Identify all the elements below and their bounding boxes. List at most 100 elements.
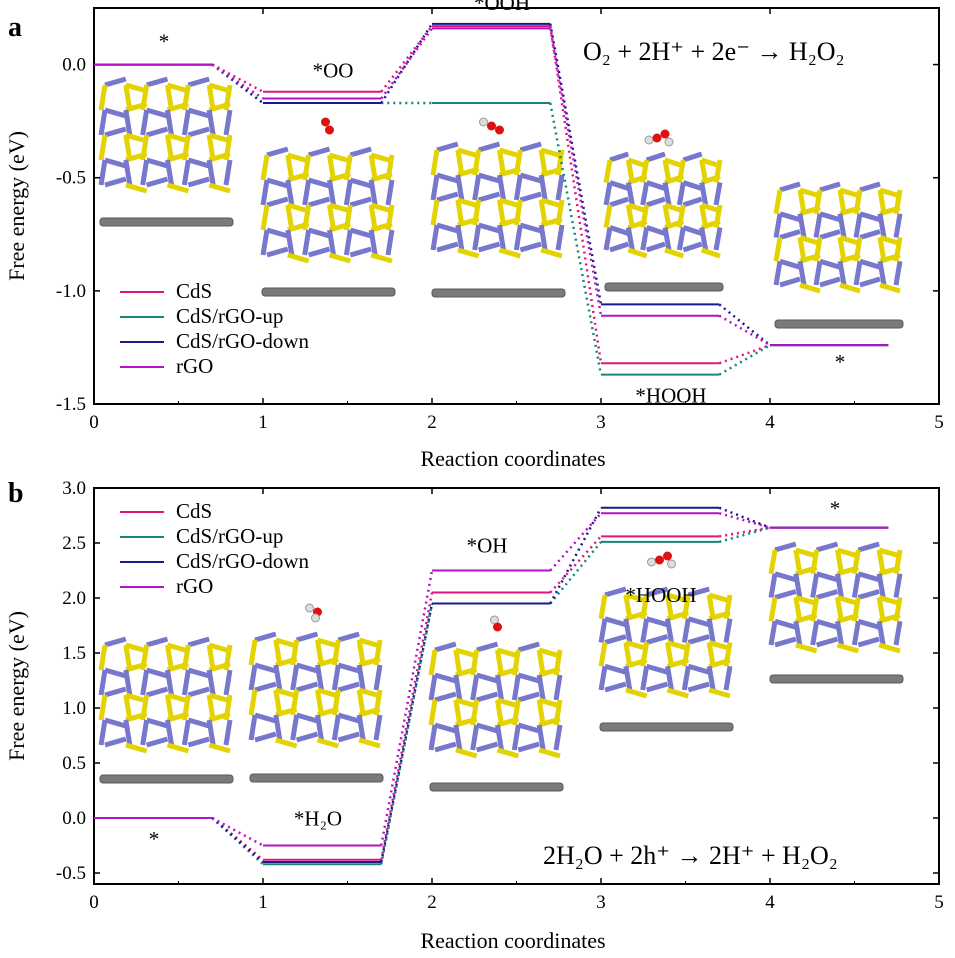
- lattice-bond: [166, 711, 190, 723]
- lattice-bond: [876, 549, 886, 575]
- step-annotation: *OH: [467, 534, 508, 558]
- step-annotation: *H₂O: [294, 807, 342, 831]
- lattice-bond: [666, 687, 690, 699]
- level-connector: [718, 506, 771, 529]
- series-rgo: [94, 27, 889, 347]
- lattice-bond: [295, 662, 319, 674]
- lattice-bond: [835, 620, 844, 646]
- lattice-bond: [98, 159, 108, 186]
- lattice-bond: [536, 649, 546, 676]
- lattice-bond: [835, 549, 844, 575]
- x-tick-label: 5: [934, 892, 944, 913]
- lattice-bond: [266, 196, 289, 208]
- lattice-bond: [166, 642, 190, 654]
- graphene-sheet: [604, 282, 724, 292]
- lattice-bond: [275, 706, 298, 718]
- step-annotation: *OOH: [474, 0, 530, 15]
- lattice-bond: [662, 159, 672, 183]
- lattice-bond: [343, 179, 353, 206]
- lattice-bond: [519, 241, 542, 253]
- lattice-bond: [165, 644, 174, 671]
- lattice-bond: [370, 171, 393, 183]
- oxygen-atom: [487, 121, 496, 131]
- x-tick-label: 3: [596, 412, 606, 433]
- lattice-bond: [676, 182, 686, 206]
- lattice-bond: [187, 76, 210, 88]
- cds-slab-structure: [603, 129, 724, 292]
- lattice-bond: [98, 644, 108, 671]
- lattice-bond: [307, 227, 331, 239]
- lattice-bond: [356, 639, 366, 666]
- y-tick-label: 3.0: [62, 478, 86, 499]
- lattice-bond: [434, 641, 457, 653]
- lattice-bond: [666, 640, 690, 651]
- lattice-bond: [768, 549, 778, 575]
- lattice-bond: [779, 276, 801, 288]
- lattice-bond: [104, 76, 127, 88]
- lattice-bond: [165, 134, 174, 161]
- lattice-bond: [795, 547, 818, 559]
- lattice-bond: [104, 667, 127, 679]
- level-connector: [380, 27, 434, 100]
- lattice-bond: [603, 182, 613, 206]
- lattice-bond: [538, 224, 548, 251]
- lattice-bond: [370, 152, 393, 164]
- lattice-bond: [140, 669, 150, 696]
- lattice-bond: [125, 101, 148, 113]
- lattice-bond: [640, 227, 650, 251]
- lattice-bond: [797, 260, 807, 286]
- lattice-bond: [254, 712, 277, 724]
- lattice-bond: [315, 664, 324, 691]
- lattice-bond: [857, 618, 880, 630]
- lattice-bond: [223, 159, 233, 186]
- lattice-bond: [519, 191, 542, 203]
- lattice-bond: [853, 260, 863, 286]
- lattice-bond: [208, 151, 231, 163]
- lattice-bond: [645, 151, 666, 163]
- lattice-bond: [768, 597, 778, 622]
- lattice-bond: [645, 616, 669, 628]
- lattice-bond: [316, 706, 340, 718]
- lattice-bond: [254, 681, 277, 693]
- lattice-bond: [368, 154, 378, 181]
- lattice-bond: [123, 134, 133, 161]
- lattice-bond: [795, 642, 818, 654]
- lattice-bond: [327, 179, 336, 206]
- lattice-bond: [517, 722, 540, 734]
- lattice-bond: [98, 84, 108, 111]
- lattice-bond: [517, 691, 540, 703]
- lattice-bond: [645, 634, 669, 645]
- lattice-bond: [145, 76, 169, 88]
- lattice-bond: [773, 237, 783, 262]
- lattice-bond: [470, 724, 480, 751]
- lattice-bond: [813, 213, 823, 238]
- lattice-bond: [337, 712, 360, 724]
- lattice-bond: [273, 689, 283, 716]
- lattice-bond: [356, 664, 366, 691]
- lattice-bond: [307, 146, 331, 158]
- lattice-bond: [538, 149, 548, 176]
- lattice-bond: [604, 616, 627, 628]
- lattice-bond: [687, 616, 710, 628]
- lattice-bond: [165, 159, 174, 186]
- lattice-bond: [645, 241, 666, 253]
- lattice-bond: [835, 573, 844, 598]
- level-connector: [549, 102, 603, 375]
- lattice-bond: [307, 246, 331, 258]
- lattice-bond: [536, 699, 546, 726]
- lattice-bond: [795, 565, 818, 577]
- lattice-bond: [662, 182, 672, 206]
- lattice-bond: [645, 225, 666, 236]
- level-connector: [211, 817, 264, 861]
- lattice-bond: [208, 692, 231, 704]
- lattice-bond: [428, 649, 438, 676]
- lattice-bond: [540, 216, 563, 228]
- lattice-bond: [835, 597, 844, 622]
- level-connector: [549, 541, 602, 605]
- graphene-sheet: [774, 319, 904, 329]
- lattice-bond: [662, 227, 672, 251]
- lattice-bond: [623, 594, 633, 620]
- lattice-bond: [682, 196, 703, 208]
- lattice-bond: [287, 202, 310, 214]
